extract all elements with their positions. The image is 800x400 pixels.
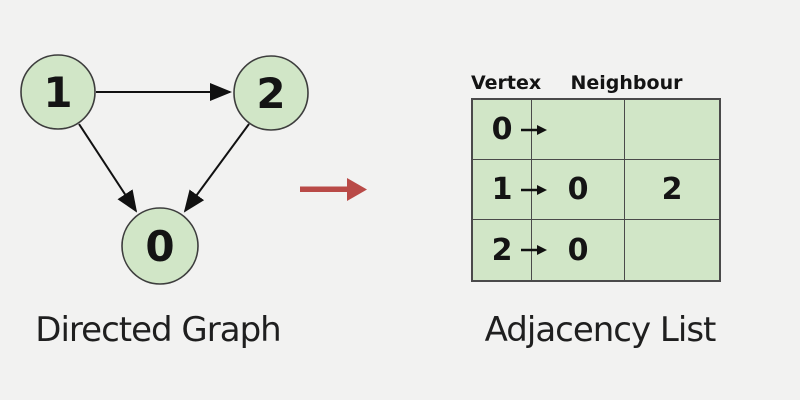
graph-node-1-label: 1 <box>43 68 72 117</box>
neighbour-value: 2 <box>661 172 683 207</box>
graph-node-0-circle <box>121 207 199 285</box>
transform-right-arrow-icon <box>300 178 367 201</box>
edge-1-to-0-arrow <box>78 123 138 213</box>
table-row-0-vertex-cell: 0 <box>473 100 547 160</box>
table-row-2-neighbour-2-cell <box>625 220 719 280</box>
adjacency-list-caption: Adjacency List <box>484 310 717 350</box>
graph-node-0-label: 0 <box>145 222 174 271</box>
table-row-0-neighbour-2-cell <box>625 100 719 160</box>
graph-node-1-circle <box>20 54 96 130</box>
vertex-2-label: 2 <box>491 232 513 268</box>
graph-node-2-circle <box>233 55 309 131</box>
table-row-1-neighbour-1-cell: 0 <box>532 160 625 220</box>
vertex-column-header: Vertex <box>471 72 542 94</box>
adjacency-table: 0 1 0 2 2 <box>471 98 721 282</box>
neighbour-value: 0 <box>567 232 589 268</box>
table-row-0-neighbour-1-cell <box>532 100 625 160</box>
graph-node-2-label: 2 <box>256 69 285 118</box>
table-row-2-vertex-cell: 2 <box>473 220 547 280</box>
table-row-1-vertex-cell: 1 <box>473 160 547 220</box>
vertex-1-label: 1 <box>491 172 513 207</box>
table-row-2-neighbour-1-cell: 0 <box>532 220 625 280</box>
table-row-1-neighbour-2-cell: 2 <box>625 160 719 220</box>
graph-caption: Directed Graph <box>35 310 281 350</box>
vertex-0-label: 0 <box>491 112 513 147</box>
neighbour-column-header: Neighbour <box>570 72 683 94</box>
neighbour-value: 0 <box>567 172 589 207</box>
edge-2-to-0-arrow <box>183 123 250 213</box>
